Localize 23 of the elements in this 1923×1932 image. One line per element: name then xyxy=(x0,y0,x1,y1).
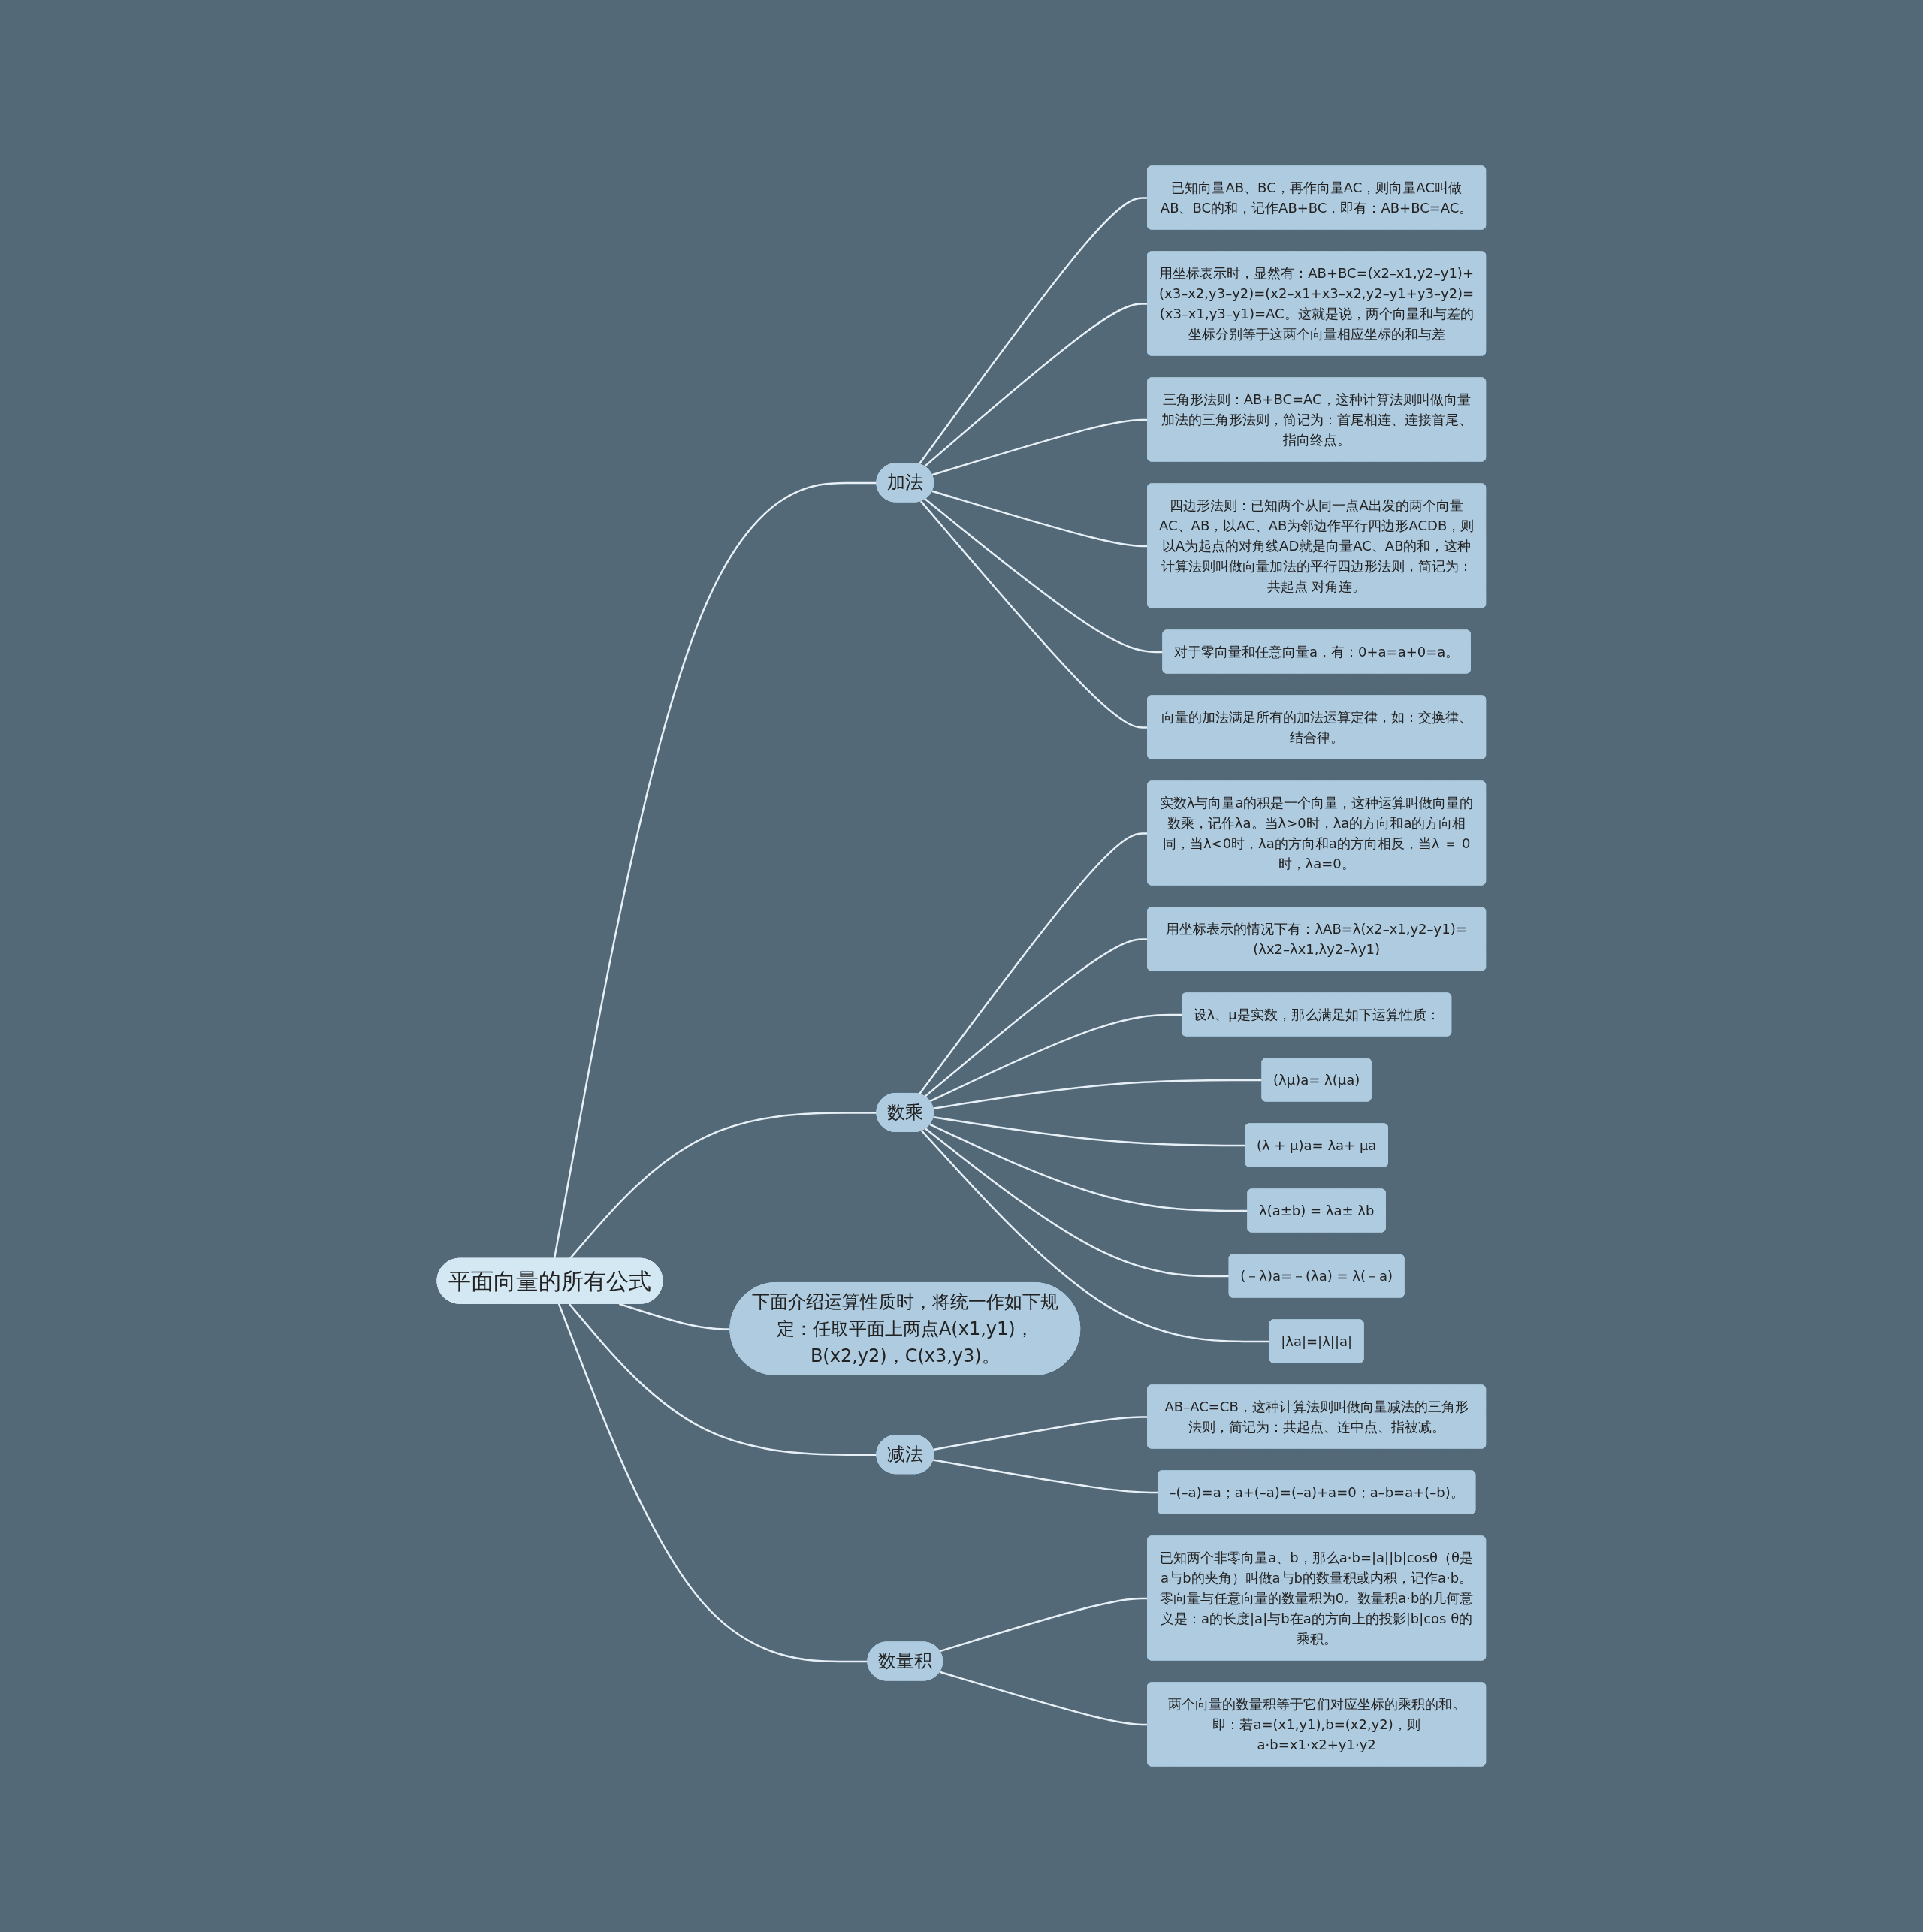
connector xyxy=(558,1303,868,1663)
connector xyxy=(933,1459,1159,1494)
connector xyxy=(931,418,1149,476)
connector xyxy=(933,1416,1149,1451)
connector xyxy=(925,1128,1230,1278)
connector xyxy=(939,1597,1149,1653)
connector xyxy=(925,498,1164,654)
connector xyxy=(924,938,1149,1097)
connector xyxy=(553,481,877,1259)
connector xyxy=(933,1116,1246,1147)
connector xyxy=(929,1013,1183,1103)
connector xyxy=(569,1112,877,1260)
connector xyxy=(920,500,1149,729)
connector xyxy=(619,1303,731,1330)
connector xyxy=(929,1123,1248,1212)
connector xyxy=(933,1079,1263,1109)
connector xyxy=(931,490,1149,548)
connector xyxy=(918,197,1149,465)
connector xyxy=(569,1303,877,1456)
connector xyxy=(924,303,1149,468)
connector xyxy=(918,832,1149,1095)
connector xyxy=(939,1671,1149,1726)
connector xyxy=(921,1130,1270,1343)
